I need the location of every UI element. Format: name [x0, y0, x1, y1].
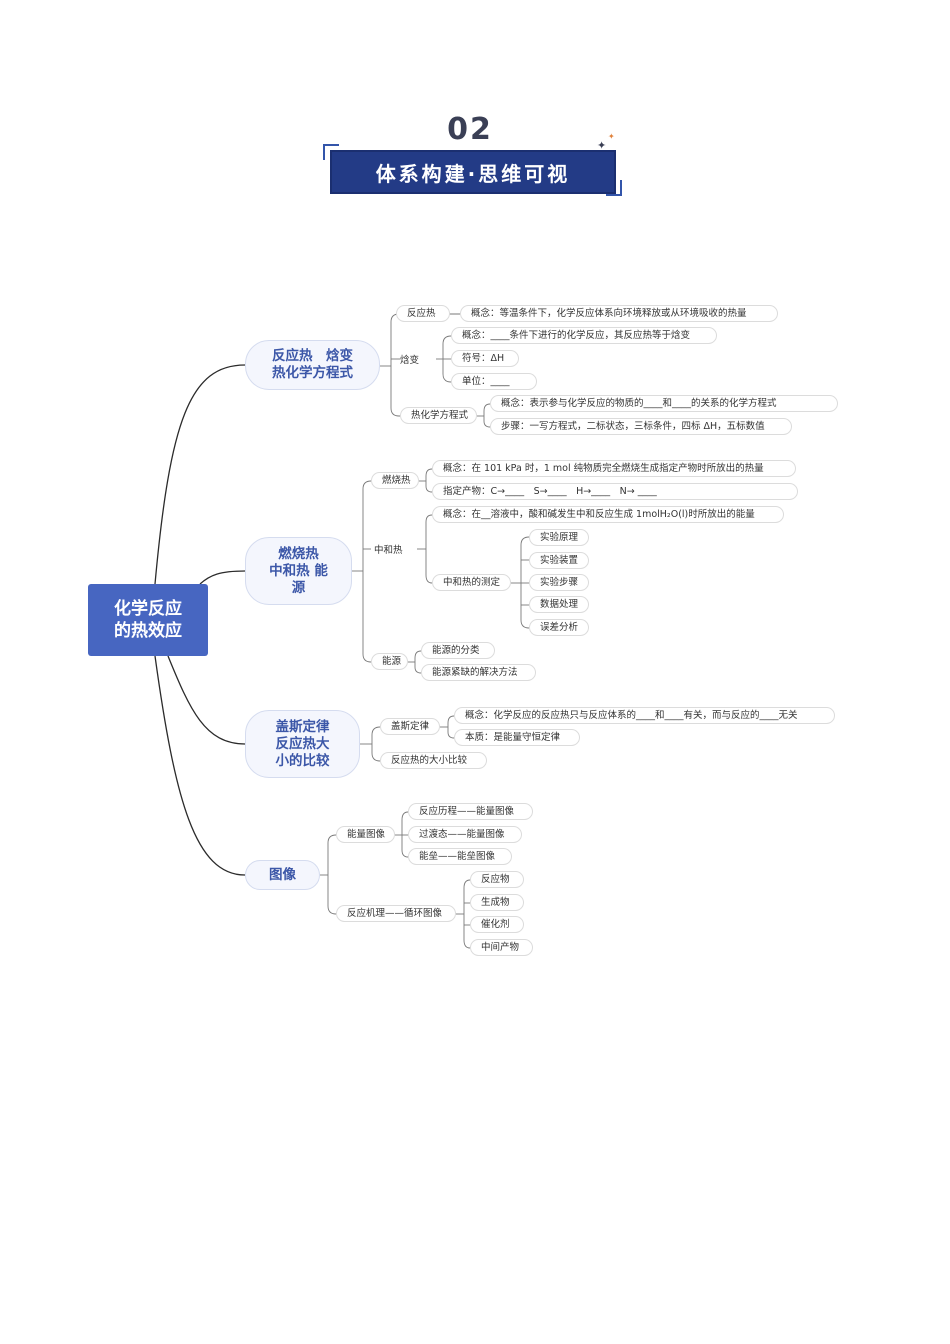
branch-combustion-heat: 燃烧热 中和热 能 源 [245, 537, 352, 605]
node-mechanism-cycle-graph: 反应机理——循环图像 [336, 905, 456, 922]
node-hess-concept: 概念：化学反应的反应热只与反应体系的____和____有关，而与反应的____无… [454, 707, 835, 724]
node-reactant: 反应物 [470, 871, 524, 888]
node-thermochem-steps: 步骤：一写方程式，二标状态，三标条件，四标 ΔH，五标数值 [490, 418, 792, 435]
node-product: 生成物 [470, 894, 524, 911]
node-enthalpy-symbol: 符号：ΔH [451, 350, 519, 367]
node-combustion-concept: 概念：在 101 kPa 时，1 mol 纯物质完全燃烧生成指定产物时所放出的热… [432, 460, 796, 477]
sparkle-icon: ✦ [597, 139, 607, 152]
root-label: 化学反应 的热效应 [114, 599, 182, 641]
branch-label: 图像 [269, 866, 296, 883]
node-exp-steps: 实验步骤 [529, 574, 589, 591]
branch-label: 燃烧热 中和热 能 源 [269, 545, 328, 596]
branch-label: 反应热 焓变 热化学方程式 [272, 348, 353, 381]
sparkle-small-icon: ✦ [608, 132, 615, 141]
node-enthalpy: 焓变 [400, 355, 420, 366]
banner-bracket-left [323, 144, 339, 160]
section-title: 体系构建·思维可视 [330, 150, 616, 194]
node-neutralization-measure: 中和热的测定 [432, 574, 511, 591]
node-energy-graph: 能量图像 [336, 826, 395, 843]
node-transition-state-graph: 过渡态——能量图像 [408, 826, 522, 843]
branch-label: 盖斯定律 反应热大 小的比较 [275, 718, 330, 769]
root-node: 化学反应 的热效应 [88, 584, 208, 656]
node-neutralization-heat: 中和热 [374, 545, 403, 556]
node-intermediate: 中间产物 [470, 939, 533, 956]
node-neutralization-concept: 概念：在__溶液中，酸和碱发生中和反应生成 1molH₂O(l)时所放出的能量 [432, 506, 784, 523]
node-combustion-products: 指定产物：C→____ S→____ H→____ N→ ____ [432, 483, 798, 500]
node-energy-classify: 能源的分类 [421, 642, 495, 659]
node-exp-apparatus: 实验装置 [529, 552, 589, 569]
node-thermochem-concept: 概念：表示参与化学反应的物质的____和____的关系的化学方程式 [490, 395, 838, 412]
node-reaction-heat: 反应热 [396, 305, 450, 322]
node-enthalpy-unit: 单位：____ [451, 373, 537, 390]
banner-bracket-right [606, 180, 622, 196]
branch-graphs: 图像 [245, 860, 320, 890]
node-exp-principle: 实验原理 [529, 529, 589, 546]
node-heat-compare: 反应热的大小比较 [380, 752, 487, 769]
node-energy-barrier-graph: 能垒——能垒图像 [408, 848, 512, 865]
node-exp-error: 误差分析 [529, 619, 589, 636]
node-hess-law: 盖斯定律 [380, 718, 440, 735]
node-reaction-heat-concept: 概念：等温条件下，化学反应体系向环境释放或从环境吸收的热量 [460, 305, 778, 322]
node-combustion-heat: 燃烧热 [371, 472, 419, 489]
node-enthalpy-concept: 概念：____条件下进行的化学反应，其反应热等于焓变 [451, 327, 717, 344]
node-exp-data: 数据处理 [529, 596, 589, 613]
branch-reaction-heat: 反应热 焓变 热化学方程式 [245, 340, 380, 390]
node-reaction-course-graph: 反应历程——能量图像 [408, 803, 533, 820]
branch-hess-law: 盖斯定律 反应热大 小的比较 [245, 710, 360, 778]
node-energy: 能源 [371, 653, 408, 670]
node-energy-shortage: 能源紧缺的解决方法 [421, 664, 536, 681]
node-hess-essence: 本质：是能量守恒定律 [454, 729, 580, 746]
node-thermochem-eq: 热化学方程式 [400, 407, 477, 424]
section-number: 02 [447, 112, 493, 147]
node-catalyst: 催化剂 [470, 916, 524, 933]
